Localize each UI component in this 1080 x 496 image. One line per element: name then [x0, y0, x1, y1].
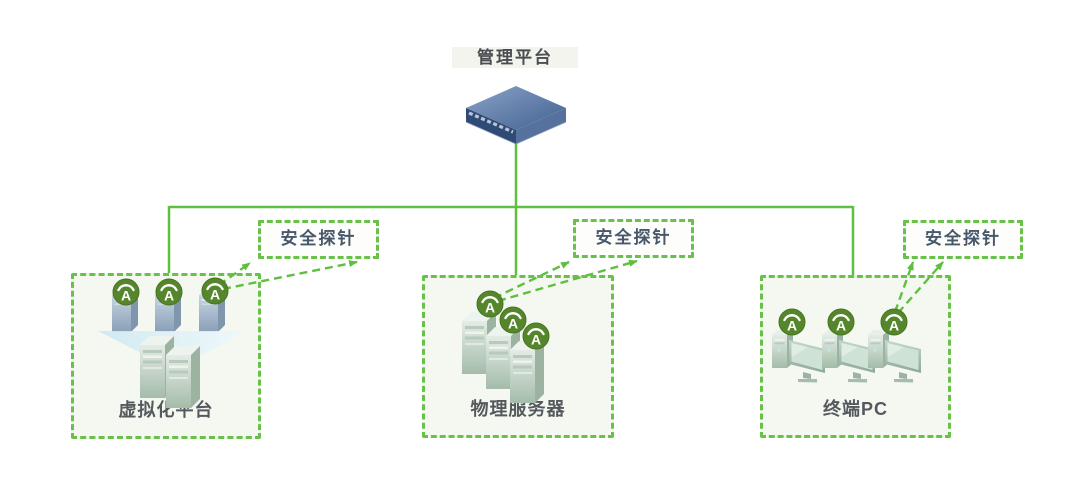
- probe-callout-virtualization: 安全探针: [258, 220, 379, 259]
- group-label-terminal-pc: 终端PC: [822, 399, 888, 419]
- group-box-virtualization: 虚拟化平台: [71, 273, 261, 439]
- group-box-terminal-pc: 终端PC: [760, 275, 951, 438]
- group-box-physical-servers: 物理服务器: [422, 275, 614, 438]
- management-appliance-icon: [465, 86, 567, 145]
- probe-callout-terminal-pc: 安全探针: [903, 220, 1023, 259]
- group-label-virtualization: 虚拟化平台: [118, 400, 214, 420]
- probe-callout-physical-servers: 安全探针: [573, 219, 694, 258]
- management-platform-title: 管理平台: [452, 47, 578, 68]
- group-label-physical-servers: 物理服务器: [470, 399, 566, 419]
